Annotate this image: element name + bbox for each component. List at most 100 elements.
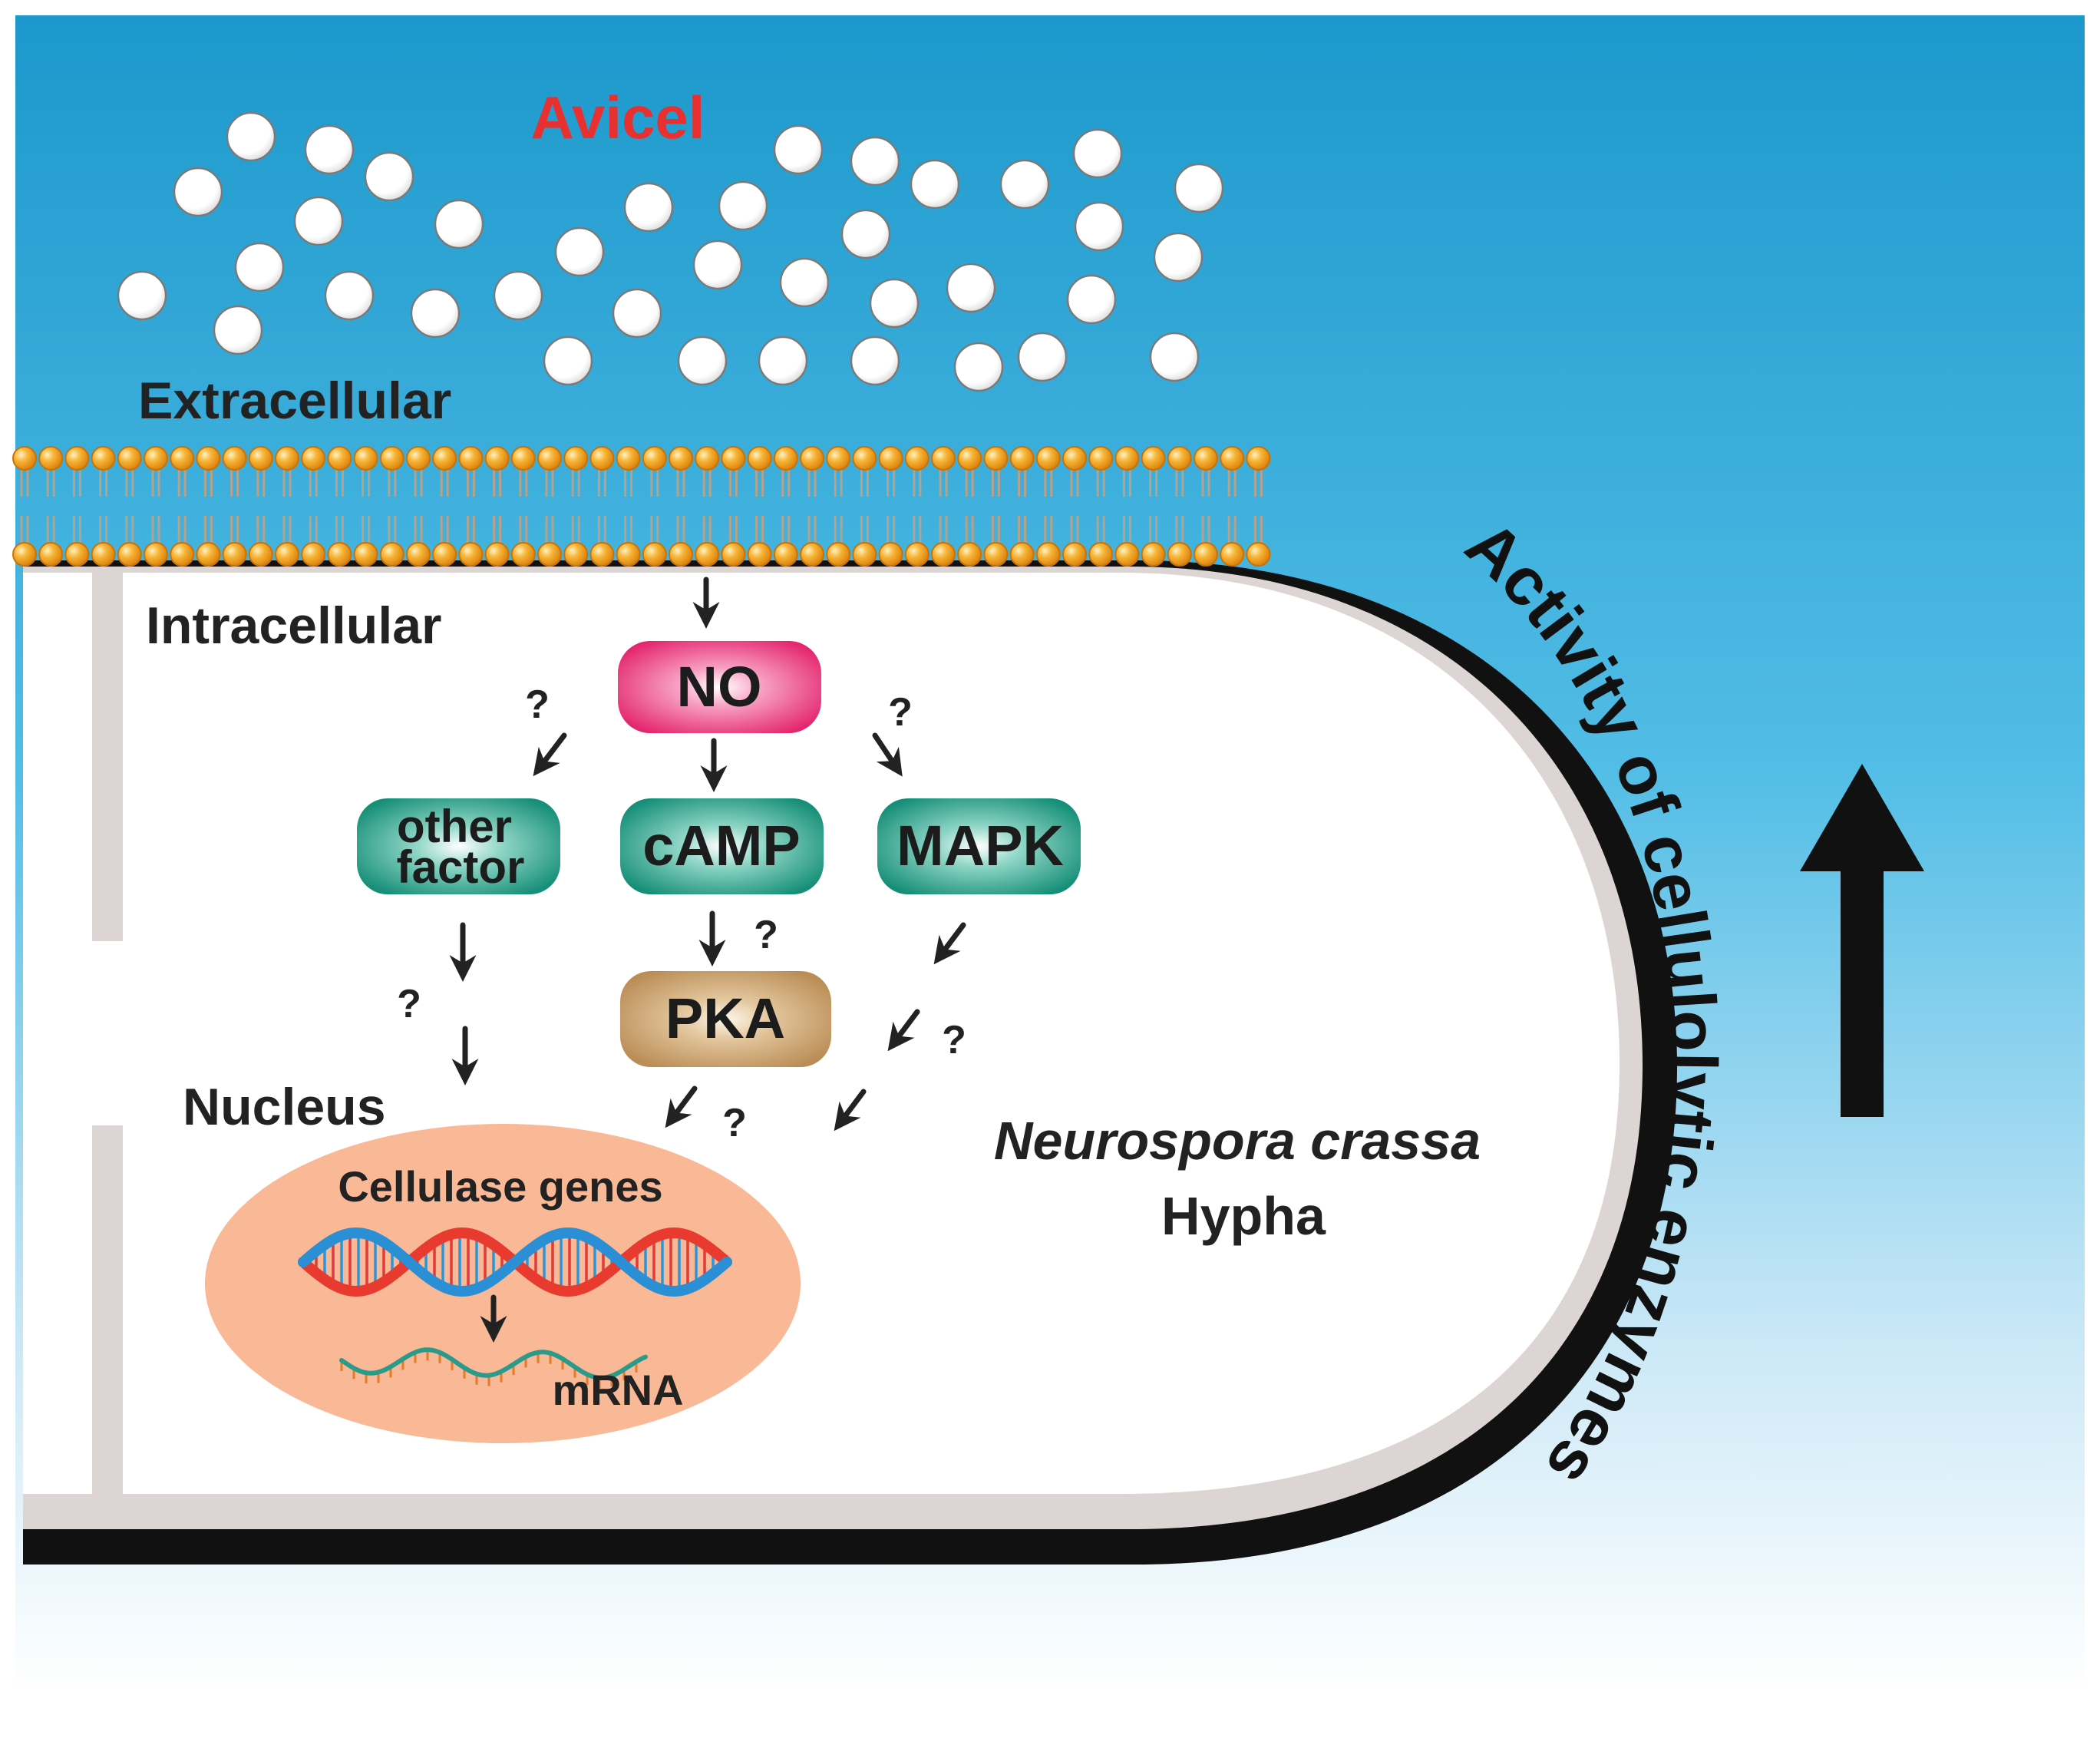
- mrna-backbone: [339, 1347, 648, 1380]
- lipid-head: [144, 542, 168, 567]
- avicel-particle: [779, 257, 830, 308]
- lipid-head: [537, 542, 562, 567]
- avicel-particle: [999, 159, 1050, 210]
- lipid-head: [1141, 542, 1166, 567]
- avicel-particle: [434, 199, 484, 249]
- lipid-head: [1194, 542, 1218, 567]
- lipid-head: [878, 542, 903, 567]
- arrow-mapk-down: [933, 922, 966, 965]
- lipid-head: [957, 446, 982, 471]
- avicel-particle: [840, 209, 891, 259]
- lipid-head: [563, 446, 589, 471]
- lipid-head: [458, 446, 484, 471]
- lipid-head: [353, 446, 378, 471]
- lipid-head: [931, 446, 956, 471]
- arrow-mapk-to-nucleus: [834, 1089, 867, 1132]
- lipid-head: [1220, 542, 1245, 567]
- lipid-head: [12, 542, 37, 567]
- mrna-label: mRNA: [552, 1366, 683, 1414]
- avicel-particle: [953, 342, 1004, 392]
- lipid-head: [800, 542, 824, 567]
- lipid-head: [773, 446, 798, 471]
- lipid-head: [695, 542, 720, 567]
- question-mark: ?: [525, 682, 550, 727]
- lipid-head: [64, 446, 90, 471]
- lipid-head: [38, 446, 64, 471]
- lipid-head: [301, 446, 326, 471]
- avicel-particle: [1174, 163, 1224, 213]
- lipid-head: [91, 446, 116, 471]
- avicel-particle: [226, 111, 276, 162]
- lipid-head: [589, 542, 615, 567]
- avicel-particles: [117, 111, 1224, 392]
- lipid-head: [301, 542, 326, 567]
- lipid-head: [379, 446, 404, 471]
- lipid-head: [248, 446, 273, 471]
- lipid-head: [616, 446, 641, 471]
- avicel-particle: [324, 270, 375, 321]
- arrow-no-to-other-factor: [533, 732, 567, 777]
- avicel-particle: [1017, 332, 1068, 382]
- lipid-head: [458, 542, 484, 567]
- lipid-head: [12, 446, 37, 471]
- other-factor-label-line1: other: [397, 801, 512, 852]
- lipid-head: [222, 542, 247, 567]
- question-mark: ?: [722, 1101, 747, 1145]
- lipid-head: [826, 446, 851, 471]
- lipid-head: [117, 542, 142, 567]
- increase-arrow: [1800, 764, 1924, 1117]
- avicel-particle: [1072, 128, 1123, 179]
- no-node-label: NO: [677, 655, 762, 719]
- lipid-head: [170, 542, 195, 567]
- lipid-head: [275, 446, 299, 471]
- lipid-head: [432, 542, 457, 567]
- lipid-head: [721, 542, 746, 567]
- lipid-head: [642, 542, 667, 567]
- lipid-head: [117, 446, 142, 471]
- avicel-particle: [758, 335, 808, 386]
- lipid-head: [1220, 446, 1245, 471]
- lipid-head: [1114, 446, 1140, 471]
- question-mark: ?: [942, 1018, 966, 1062]
- lipid-head: [1062, 446, 1087, 471]
- lipid-head: [1035, 542, 1061, 567]
- cellulase-genes-label: Cellulase genes: [338, 1162, 662, 1211]
- avicel-particle: [1153, 232, 1204, 283]
- avicel-particle: [543, 335, 593, 386]
- lipid-head: [1035, 446, 1061, 471]
- lipid-head: [852, 542, 877, 567]
- mapk-node: [877, 798, 1081, 894]
- avicel-particle: [910, 159, 960, 210]
- avicel-particle: [304, 124, 355, 175]
- lipid-head: [222, 446, 247, 471]
- unknown-step-marks: ? ? ? ? ? ?: [397, 682, 966, 1145]
- avicel-particle: [554, 226, 605, 277]
- lipid-head: [904, 542, 929, 567]
- lipid-head: [983, 446, 1009, 471]
- pka-node-label: PKA: [665, 986, 785, 1050]
- avicel-particle: [1149, 332, 1200, 382]
- lipid-head: [1141, 446, 1166, 471]
- avicel-particle: [612, 288, 662, 339]
- lipid-head: [1194, 446, 1218, 471]
- lipid-head: [563, 542, 589, 567]
- lipid-head: [379, 542, 404, 567]
- other-factor-label-line2: factor: [397, 841, 525, 893]
- avicel-particle: [117, 270, 167, 321]
- avicel-particle: [364, 151, 414, 202]
- lipid-head: [983, 542, 1009, 567]
- avicel-particle: [1066, 274, 1117, 325]
- dna-strand: [298, 1227, 732, 1297]
- lipid-head: [510, 542, 536, 567]
- avicel-particle: [1074, 201, 1124, 252]
- lipid-head: [353, 542, 378, 567]
- camp-node-label: cAMP: [642, 814, 801, 877]
- mapk-node-label: MAPK: [896, 814, 1064, 877]
- lipid-head: [1062, 542, 1087, 567]
- pathway-arrows: [449, 577, 966, 1132]
- plasma-membrane: [12, 446, 1271, 567]
- lipid-head: [1246, 542, 1271, 567]
- lipid-head: [878, 446, 903, 471]
- septum-upper: [92, 573, 123, 941]
